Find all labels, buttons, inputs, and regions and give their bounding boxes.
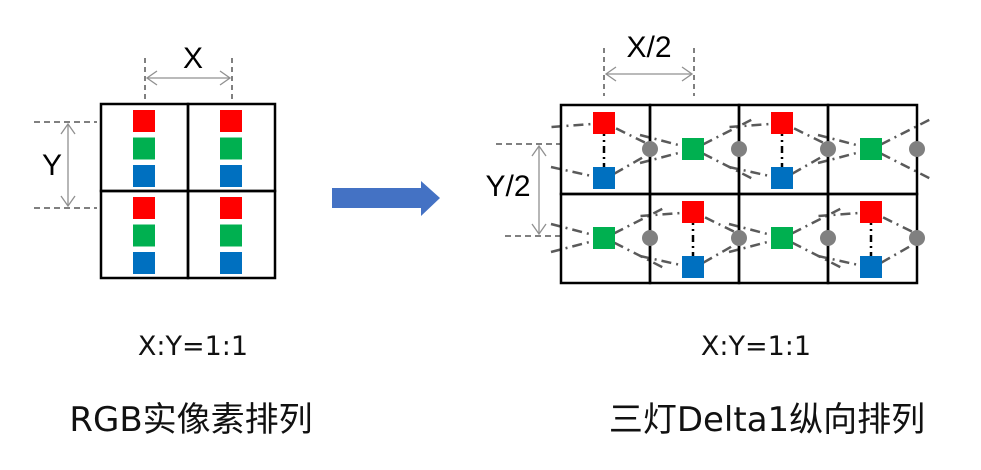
green-subpixel: [771, 227, 793, 249]
transform-arrow: [332, 181, 440, 216]
right-ratio-label: X:Y=1:1: [700, 331, 812, 362]
shared-node: [731, 230, 747, 246]
dim-xhalf-label: X/2: [626, 31, 671, 64]
blue-subpixel: [771, 167, 793, 189]
red-subpixel: [593, 112, 615, 134]
dim-xhalf-arrowhead-left: [604, 66, 617, 82]
blue-subpixel: [682, 256, 704, 278]
shared-node: [731, 141, 747, 157]
green-subpixel: [133, 137, 155, 160]
blue-subpixel: [133, 252, 155, 274]
dim-x-label: X: [183, 42, 203, 75]
dim-yhalf-arrowhead-bottom: [531, 223, 547, 236]
shared-node: [820, 141, 836, 157]
dim-y-label: Y: [42, 149, 62, 182]
rgb-pixel-grid: [99, 102, 277, 280]
blue-subpixel: [133, 165, 155, 187]
dim-y-arrowhead-top: [60, 122, 76, 135]
right-dimension-x-half: X/2: [603, 31, 695, 96]
dim-yhalf-label: Y/2: [485, 170, 530, 203]
shared-node: [642, 141, 658, 157]
red-subpixel: [220, 197, 242, 219]
green-subpixel: [220, 137, 242, 160]
connection-line: [817, 238, 922, 270]
red-subpixel: [133, 110, 155, 132]
pixel-cell: [186, 189, 277, 280]
left-ratio-label: X:Y=1:1: [137, 331, 249, 362]
dim-yhalf-arrowhead-top: [531, 144, 547, 157]
red-subpixel: [860, 201, 882, 223]
connection-line: [728, 149, 833, 181]
blue-subpixel: [593, 167, 615, 189]
shared-node: [820, 230, 836, 246]
dim-x-arrowhead-right: [219, 70, 232, 86]
red-subpixel: [682, 201, 704, 223]
delta-pixel-grid: [559, 103, 925, 285]
right-dimension-y-half: Y/2: [485, 143, 560, 237]
red-subpixel: [220, 110, 242, 132]
left-title: RGB实像素排列: [69, 400, 313, 440]
left-dimension-x: X: [144, 42, 233, 100]
connection-line: [639, 238, 744, 270]
left-dimension-y: Y: [34, 121, 97, 209]
right-title: 三灯Delta1纵向排列: [608, 400, 926, 440]
dim-y-arrowhead-bottom: [60, 195, 76, 208]
blue-subpixel: [220, 252, 242, 274]
shared-node: [909, 230, 925, 246]
shared-node: [642, 230, 658, 246]
blue-subpixel: [860, 256, 882, 278]
dim-xhalf-arrowhead-right: [681, 66, 694, 82]
green-subpixel: [593, 227, 615, 249]
shared-node: [909, 141, 925, 157]
connection-line: [550, 149, 655, 181]
red-subpixel: [771, 112, 793, 134]
green-subpixel: [133, 224, 155, 247]
green-subpixel: [220, 224, 242, 247]
blue-subpixel: [220, 165, 242, 187]
dim-x-arrowhead-left: [145, 70, 158, 86]
green-subpixel: [860, 138, 882, 160]
red-subpixel: [133, 197, 155, 219]
green-subpixel: [682, 138, 704, 160]
